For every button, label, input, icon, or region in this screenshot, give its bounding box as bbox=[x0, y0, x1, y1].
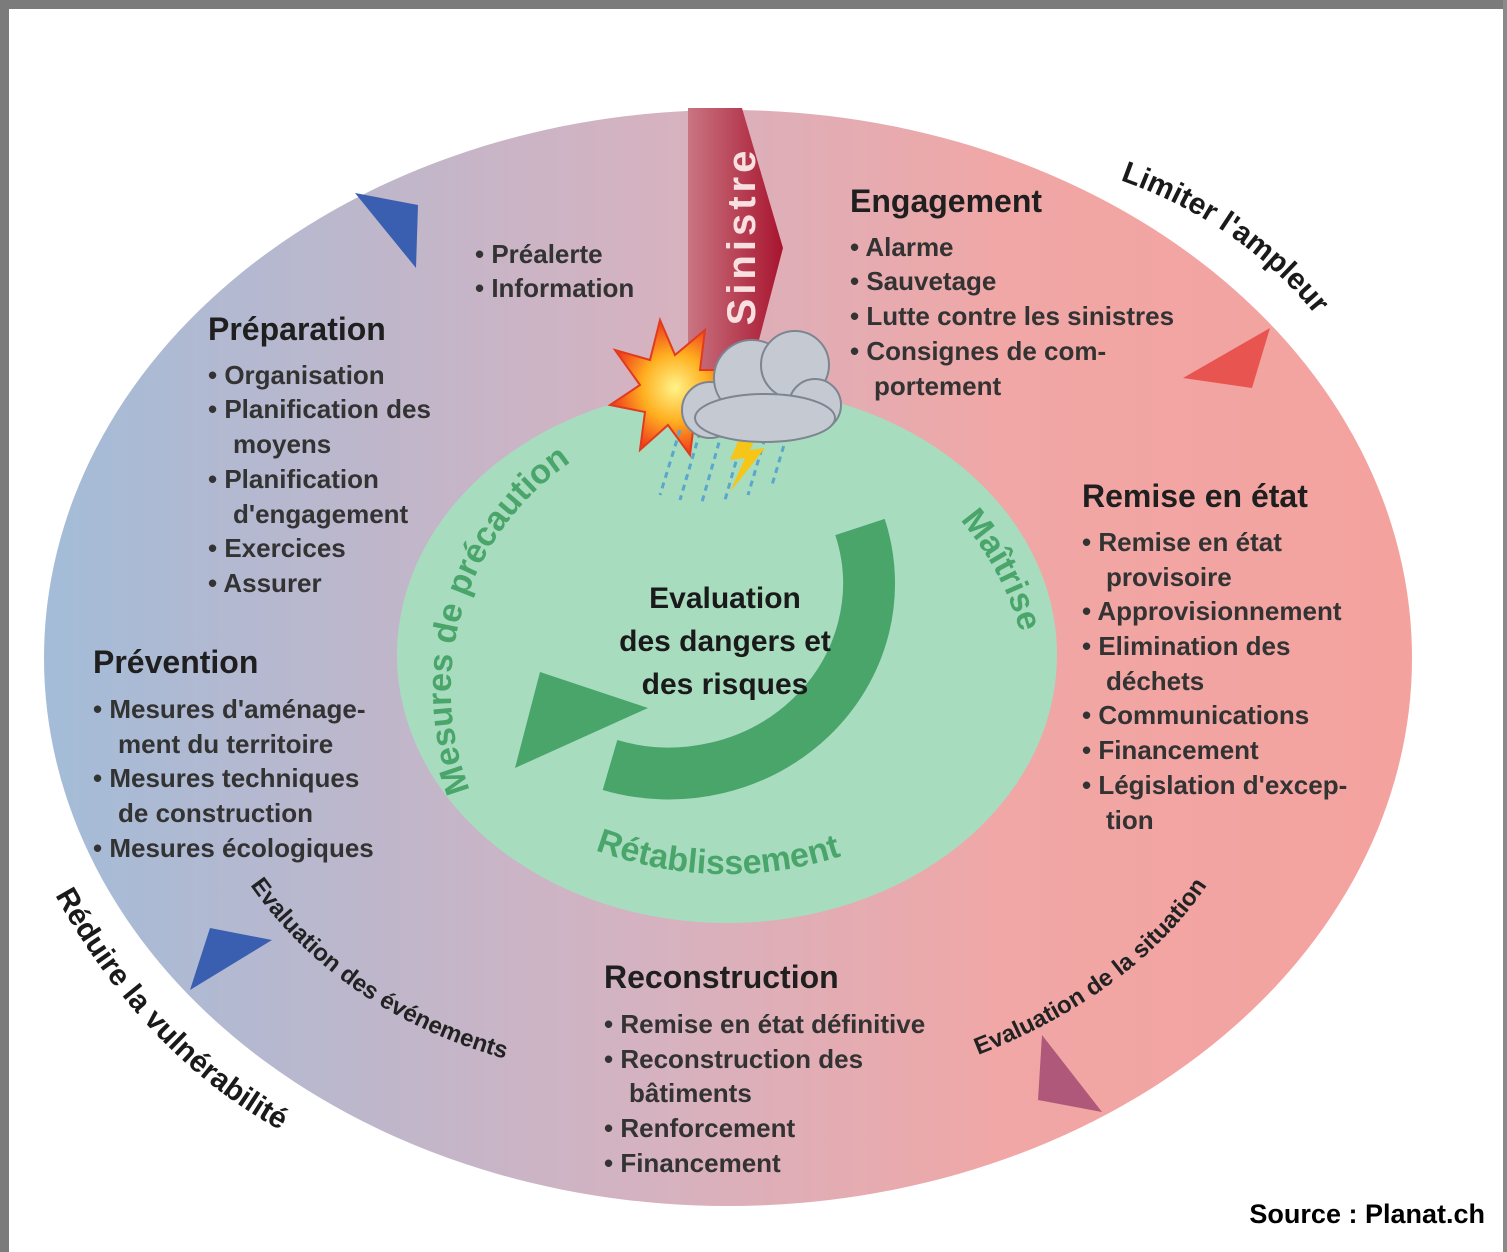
svg-text:portement: portement bbox=[874, 371, 1001, 401]
svg-text:provisoire: provisoire bbox=[1106, 562, 1232, 592]
sinistre-arrow: Sinistre bbox=[688, 108, 783, 405]
svg-text:• Lutte contre les sinistres: • Lutte contre les sinistres bbox=[850, 301, 1174, 331]
engagement-section: Engagement • Alarme • Sauvetage • Lutte … bbox=[850, 183, 1174, 401]
svg-text:d'engagement: d'engagement bbox=[233, 499, 409, 529]
marker-blue-top-icon bbox=[355, 193, 418, 268]
svg-text:Evaluation: Evaluation bbox=[649, 582, 801, 615]
svg-text:de construction: de construction bbox=[118, 798, 313, 828]
svg-text:• Préalerte: • Préalerte bbox=[475, 239, 603, 269]
reconstruction-title: Reconstruction bbox=[604, 959, 839, 995]
svg-text:• Consignes de com-: • Consignes de com- bbox=[850, 336, 1106, 366]
lightning-icon bbox=[730, 425, 765, 492]
inner-cycle-circle bbox=[397, 387, 1057, 923]
svg-text:des risques: des risques bbox=[642, 668, 809, 701]
svg-text:• Information: • Information bbox=[475, 273, 634, 303]
svg-text:déchets: déchets bbox=[1106, 666, 1204, 696]
svg-text:• Planification: • Planification bbox=[208, 464, 379, 494]
svg-text:• Sauvetage: • Sauvetage bbox=[850, 266, 996, 296]
center-title: Evaluation des dangers et des risques bbox=[619, 582, 831, 701]
remise-en-etat-section: Remise en état • Remise en état provisoi… bbox=[1082, 478, 1347, 835]
svg-text:bâtiments: bâtiments bbox=[629, 1078, 752, 1108]
svg-text:des dangers et: des dangers et bbox=[619, 625, 831, 658]
svg-text:• Assurer: • Assurer bbox=[208, 568, 322, 598]
svg-text:tion: tion bbox=[1106, 805, 1154, 835]
svg-text:• Planification des: • Planification des bbox=[208, 394, 431, 424]
svg-text:• Renforcement: • Renforcement bbox=[604, 1113, 795, 1143]
svg-text:ment du territoire: ment du territoire bbox=[118, 729, 333, 759]
prevention-section: Prévention • Mesures d'aménage- ment du … bbox=[93, 644, 374, 863]
svg-text:• Communications: • Communications bbox=[1082, 700, 1309, 730]
storm-cloud-icon bbox=[681, 330, 842, 443]
marker-blue-left-icon bbox=[190, 928, 272, 990]
frame-border-left bbox=[0, 0, 9, 1252]
cycle-arrow-icon bbox=[515, 518, 896, 800]
svg-text:• Remise en état: • Remise en état bbox=[1082, 527, 1282, 557]
svg-text:• Financement: • Financement bbox=[1082, 735, 1259, 765]
explosion-icon bbox=[607, 316, 743, 458]
svg-text:• Approvisionnement: • Approvisionnement bbox=[1082, 596, 1342, 626]
prealerte-list: • Préalerte • Information bbox=[475, 239, 634, 303]
svg-text:• Elimination des: • Elimination des bbox=[1082, 631, 1290, 661]
svg-text:• Mesures d'aménage-: • Mesures d'aménage- bbox=[93, 694, 366, 724]
preparation-section: Préparation • Organisation • Planificati… bbox=[208, 311, 431, 598]
svg-text:• Mesures écologiques: • Mesures écologiques bbox=[93, 833, 374, 863]
marker-mauve-bottom-icon bbox=[1038, 1035, 1102, 1112]
reconstruction-section: Reconstruction • Remise en état définiti… bbox=[604, 959, 925, 1178]
svg-text:• Remise en état définitive: • Remise en état définitive bbox=[604, 1009, 925, 1039]
frame-border-top bbox=[0, 0, 1507, 9]
svg-text:moyens: moyens bbox=[233, 429, 331, 459]
svg-text:• Mesures techniques: • Mesures techniques bbox=[93, 763, 359, 793]
preparation-title: Préparation bbox=[208, 311, 386, 347]
svg-text:• Alarme: • Alarme bbox=[850, 232, 954, 262]
remise-title: Remise en état bbox=[1082, 478, 1308, 514]
source-credit: Source : Planat.ch bbox=[1249, 1199, 1485, 1229]
engagement-title: Engagement bbox=[850, 183, 1042, 219]
prevention-title: Prévention bbox=[93, 644, 258, 680]
frame-border-right bbox=[1503, 0, 1507, 1252]
svg-text:• Exercices: • Exercices bbox=[208, 533, 346, 563]
svg-text:• Financement: • Financement bbox=[604, 1148, 781, 1178]
svg-text:• Reconstruction des: • Reconstruction des bbox=[604, 1044, 863, 1074]
svg-text:• Législation d'excep-: • Législation d'excep- bbox=[1082, 770, 1347, 800]
marker-red-right-icon bbox=[1183, 328, 1270, 388]
sinistre-label: Sinistre bbox=[720, 147, 764, 326]
svg-text:• Organisation: • Organisation bbox=[208, 360, 385, 390]
